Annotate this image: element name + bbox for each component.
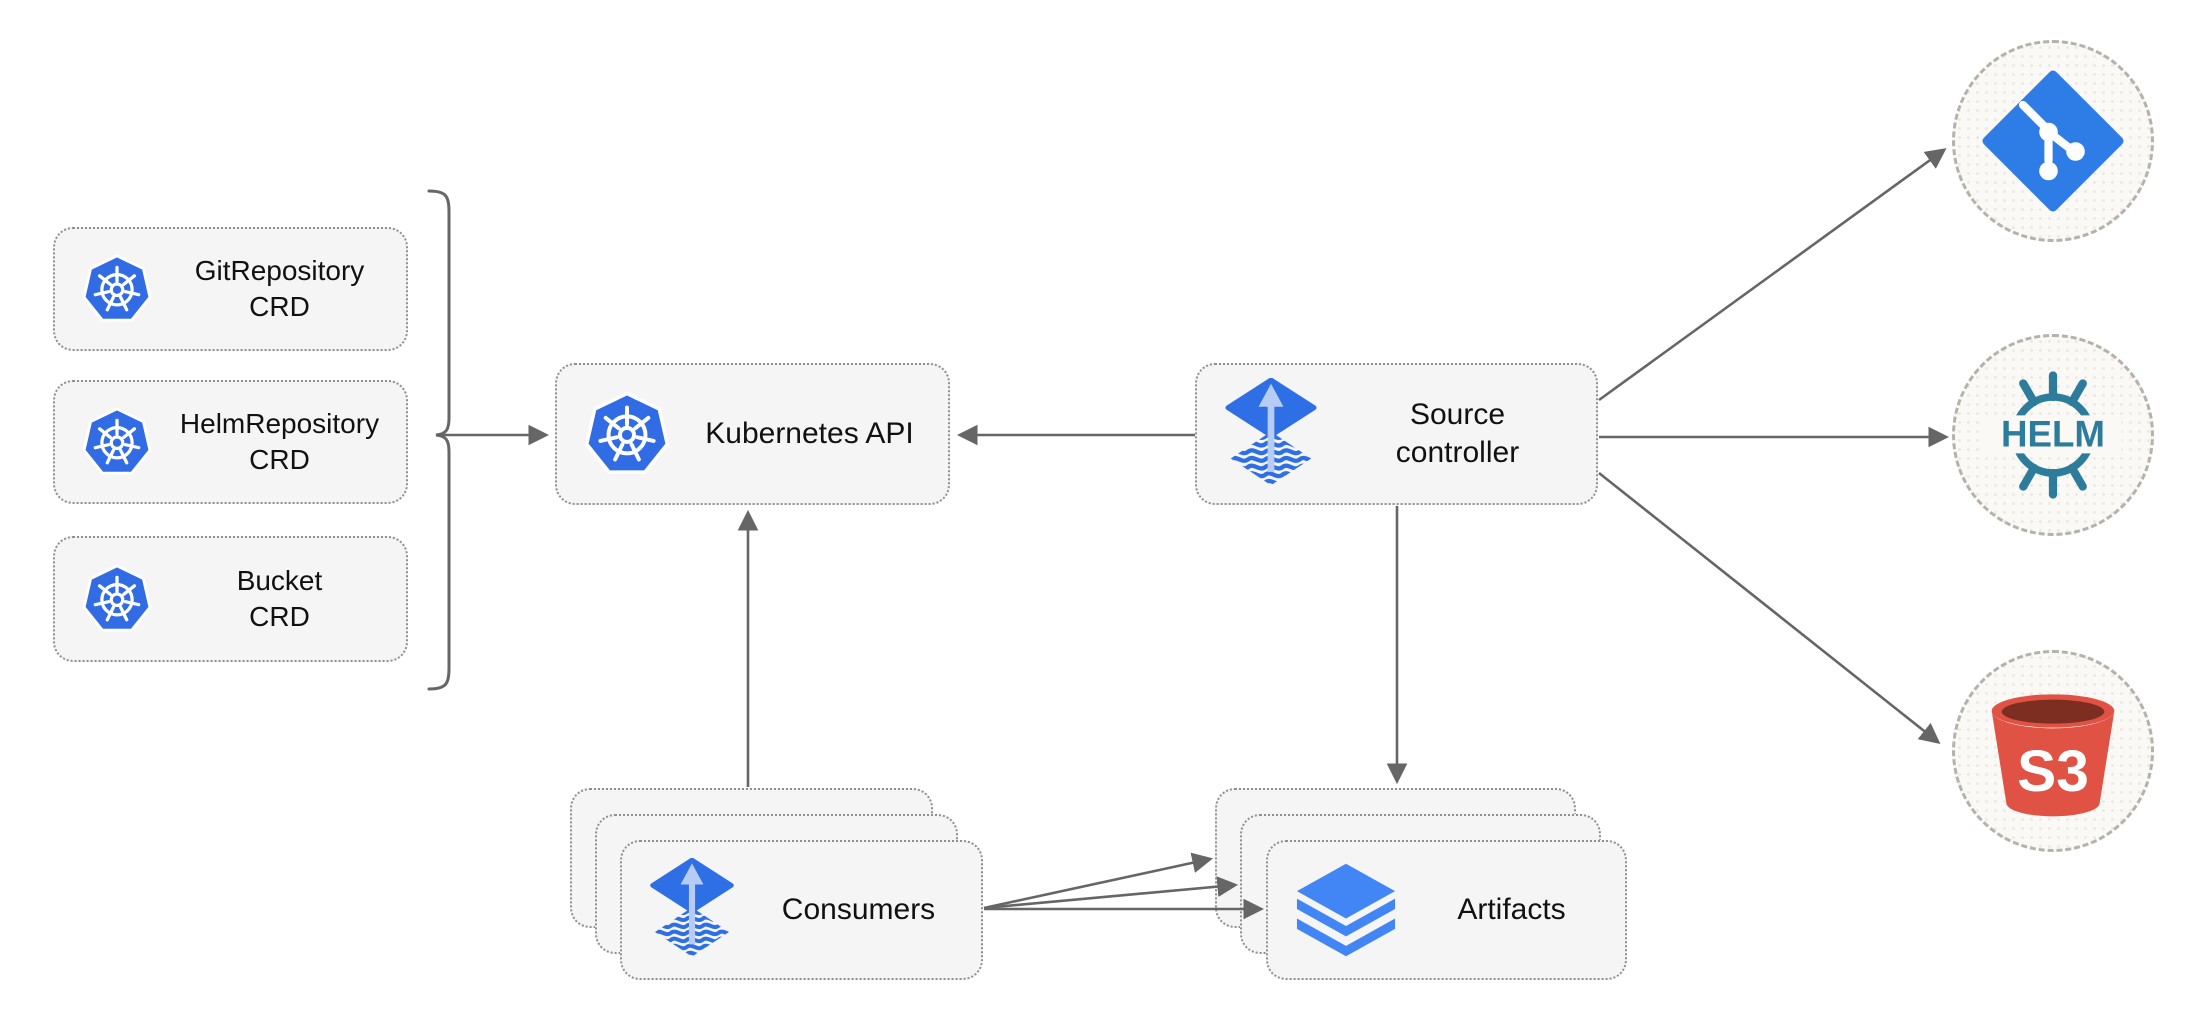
kubernetes-icon: [81, 253, 153, 325]
s3-logo-text: S3: [2017, 739, 2089, 804]
node-label: Artifacts: [1457, 892, 1566, 926]
node-label: Bucket CRD: [236, 565, 323, 632]
node-label: GitRepository CRD: [194, 255, 365, 322]
node-label: Consumers: [781, 892, 936, 926]
node-artifacts: Artifacts: [1266, 840, 1627, 980]
flux-icon: [648, 858, 736, 962]
helm-icon: HELM: [1984, 371, 2122, 499]
endpoint-git: [1952, 40, 2154, 242]
s3-bucket-icon: S3: [1991, 694, 2115, 817]
node-kubernetes-api: Kubernetes API: [555, 363, 950, 505]
node-gitrepository-crd: GitRepository CRD: [53, 227, 408, 351]
endpoint-helm: HELM: [1952, 334, 2154, 536]
arrow-consumers-to-artifacts-back: [983, 852, 1214, 910]
helm-logo-text: HELM: [2001, 413, 2105, 454]
arrow-source-controller-to-git: [1598, 148, 1947, 402]
node-label: HelmRepository CRD: [179, 408, 380, 475]
node-label: Kubernetes API: [705, 416, 914, 450]
endpoint-s3: S3: [1952, 650, 2154, 852]
node-source-controller: Source controller: [1195, 363, 1598, 505]
node-consumers: Consumers: [620, 840, 983, 980]
crd-group-bracket: [427, 189, 451, 691]
node-bucket-crd: Bucket CRD: [53, 536, 408, 662]
kubernetes-icon: [583, 390, 671, 478]
arrow-source-controller-to-s3: [1598, 471, 1941, 744]
arrow-consumers-to-artifacts-middle: [983, 876, 1239, 910]
git-icon: [1982, 70, 2124, 212]
flux-icon: [1223, 378, 1319, 491]
kubernetes-icon: [81, 563, 153, 635]
node-helmrepository-crd: HelmRepository CRD: [53, 380, 408, 504]
node-label: Source controller: [1395, 397, 1520, 469]
kubernetes-icon: [81, 406, 153, 478]
layers-icon: [1294, 860, 1398, 960]
